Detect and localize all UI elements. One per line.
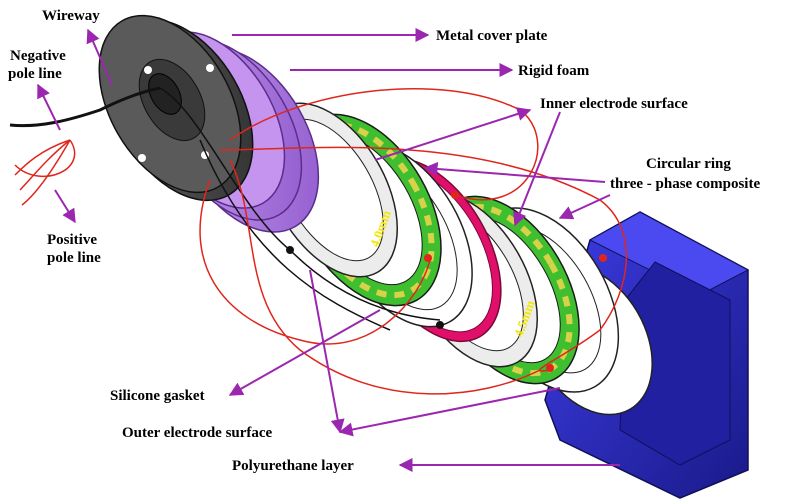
- label-outer-electrode-surface: Outer electrode surface: [122, 425, 273, 441]
- label-wireway: Wireway: [42, 8, 100, 24]
- arrow-inner-electrode-b: [513, 111, 561, 227]
- label-polyurethane-layer: Polyurethane layer: [232, 458, 354, 474]
- label-negative-pole-line-1: Negative: [10, 48, 66, 64]
- arrow-positive-pole: [54, 189, 76, 224]
- label-inner-electrode-surface: Inner electrode surface: [540, 96, 688, 112]
- label-silicone-gasket: Silicone gasket: [110, 388, 205, 404]
- label-positive-pole-line-1: Positive: [47, 232, 97, 248]
- arrow-wireway: [86, 28, 113, 86]
- label-negative-pole-line-2: pole line: [8, 66, 62, 82]
- arrow-inner-electrode-a: [374, 107, 532, 161]
- arrow-composite-b: [558, 194, 611, 220]
- wires: [9, 86, 628, 395]
- label-circular-ring-2: three - phase composite: [610, 176, 760, 192]
- arrow-outer-electrode-b: [338, 387, 561, 437]
- arrow-composite-a: [423, 161, 606, 183]
- arrow-outer-electrode-a: [309, 269, 345, 434]
- label-positive-pole-line-2: pole line: [47, 250, 101, 266]
- arrow-negative-pole: [37, 83, 61, 131]
- arrow-silicone-gasket: [228, 309, 381, 396]
- label-rigid-foam: Rigid foam: [518, 63, 590, 79]
- label-circular-ring-1: Circular ring: [646, 156, 731, 172]
- annotation-arrows: [37, 28, 620, 472]
- label-metal-cover-plate: Metal cover plate: [436, 28, 548, 44]
